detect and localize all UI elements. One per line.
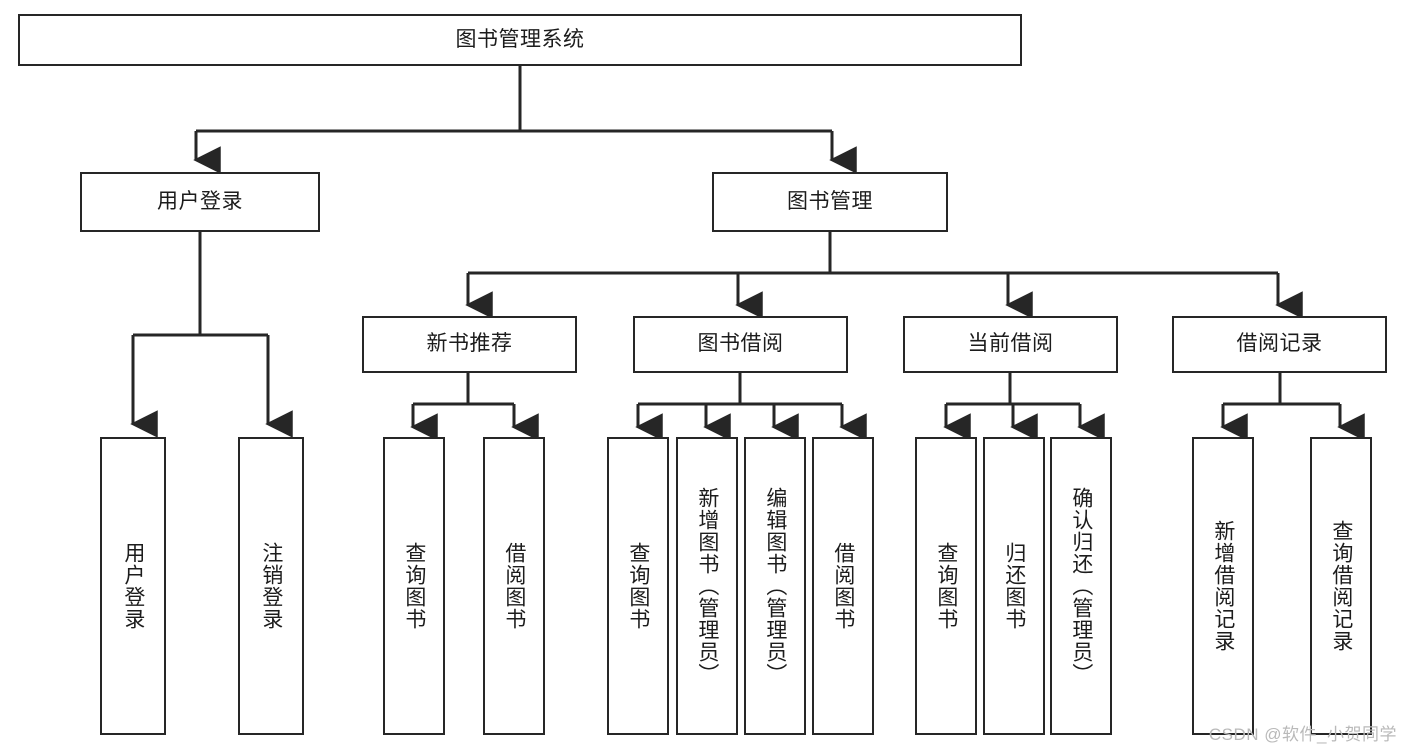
leaf-borrow-book-2-label: 借阅图书: [831, 542, 855, 630]
leaf-return-book[interactable]: 归还图书: [983, 437, 1045, 735]
leaf-query-book-1[interactable]: 查询图书: [383, 437, 445, 735]
node-book-manage[interactable]: 图书管理: [712, 172, 948, 232]
node-book-borrow-label: 图书借阅: [697, 332, 784, 356]
leaf-add-record[interactable]: 新增借阅记录: [1192, 437, 1254, 735]
watermark-text: CSDN @软件_小贺同学: [1208, 725, 1397, 744]
leaf-add-record-label: 新增借阅记录: [1211, 520, 1235, 652]
node-current-borrow[interactable]: 当前借阅: [903, 316, 1118, 373]
leaf-query-book-2-label: 查询图书: [626, 542, 650, 630]
node-book-borrow[interactable]: 图书借阅: [633, 316, 848, 373]
leaf-edit-book-label: 编辑图书（管理员）: [763, 487, 787, 685]
leaf-query-record-label: 查询借阅记录: [1329, 520, 1353, 652]
leaf-logout-login-label: 注销登录: [259, 542, 283, 630]
node-new-book-recommend-label: 新书推荐: [426, 332, 513, 356]
node-book-manage-label: 图书管理: [787, 189, 873, 213]
leaf-borrow-book-2[interactable]: 借阅图书: [812, 437, 874, 735]
leaf-add-book[interactable]: 新增图书（管理员）: [676, 437, 738, 735]
leaf-logout-login[interactable]: 注销登录: [238, 437, 304, 735]
leaf-edit-book[interactable]: 编辑图书（管理员）: [744, 437, 806, 735]
node-user-login[interactable]: 用户登录: [80, 172, 320, 232]
leaf-confirm-return[interactable]: 确认归还（管理员）: [1050, 437, 1112, 735]
leaf-return-book-label: 归还图书: [1002, 542, 1026, 630]
leaf-query-book-3[interactable]: 查询图书: [915, 437, 977, 735]
node-user-login-label: 用户登录: [157, 189, 243, 213]
leaf-query-record[interactable]: 查询借阅记录: [1310, 437, 1372, 735]
leaf-query-book-1-label: 查询图书: [402, 542, 426, 630]
node-new-book-recommend[interactable]: 新书推荐: [362, 316, 577, 373]
leaf-query-book-2[interactable]: 查询图书: [607, 437, 669, 735]
leaf-borrow-book-1-label: 借阅图书: [502, 542, 526, 630]
leaf-confirm-return-label: 确认归还（管理员）: [1069, 487, 1093, 685]
node-borrow-record-label: 借阅记录: [1236, 332, 1323, 356]
leaf-query-book-3-label: 查询图书: [934, 542, 958, 630]
node-current-borrow-label: 当前借阅: [967, 332, 1054, 356]
node-root-label: 图书管理系统: [455, 27, 585, 51]
leaf-user-login[interactable]: 用户登录: [100, 437, 166, 735]
node-borrow-record[interactable]: 借阅记录: [1172, 316, 1387, 373]
leaf-borrow-book-1[interactable]: 借阅图书: [483, 437, 545, 735]
leaf-add-book-label: 新增图书（管理员）: [695, 487, 719, 685]
leaf-user-login-label: 用户登录: [121, 542, 145, 630]
node-root[interactable]: 图书管理系统: [18, 14, 1022, 66]
